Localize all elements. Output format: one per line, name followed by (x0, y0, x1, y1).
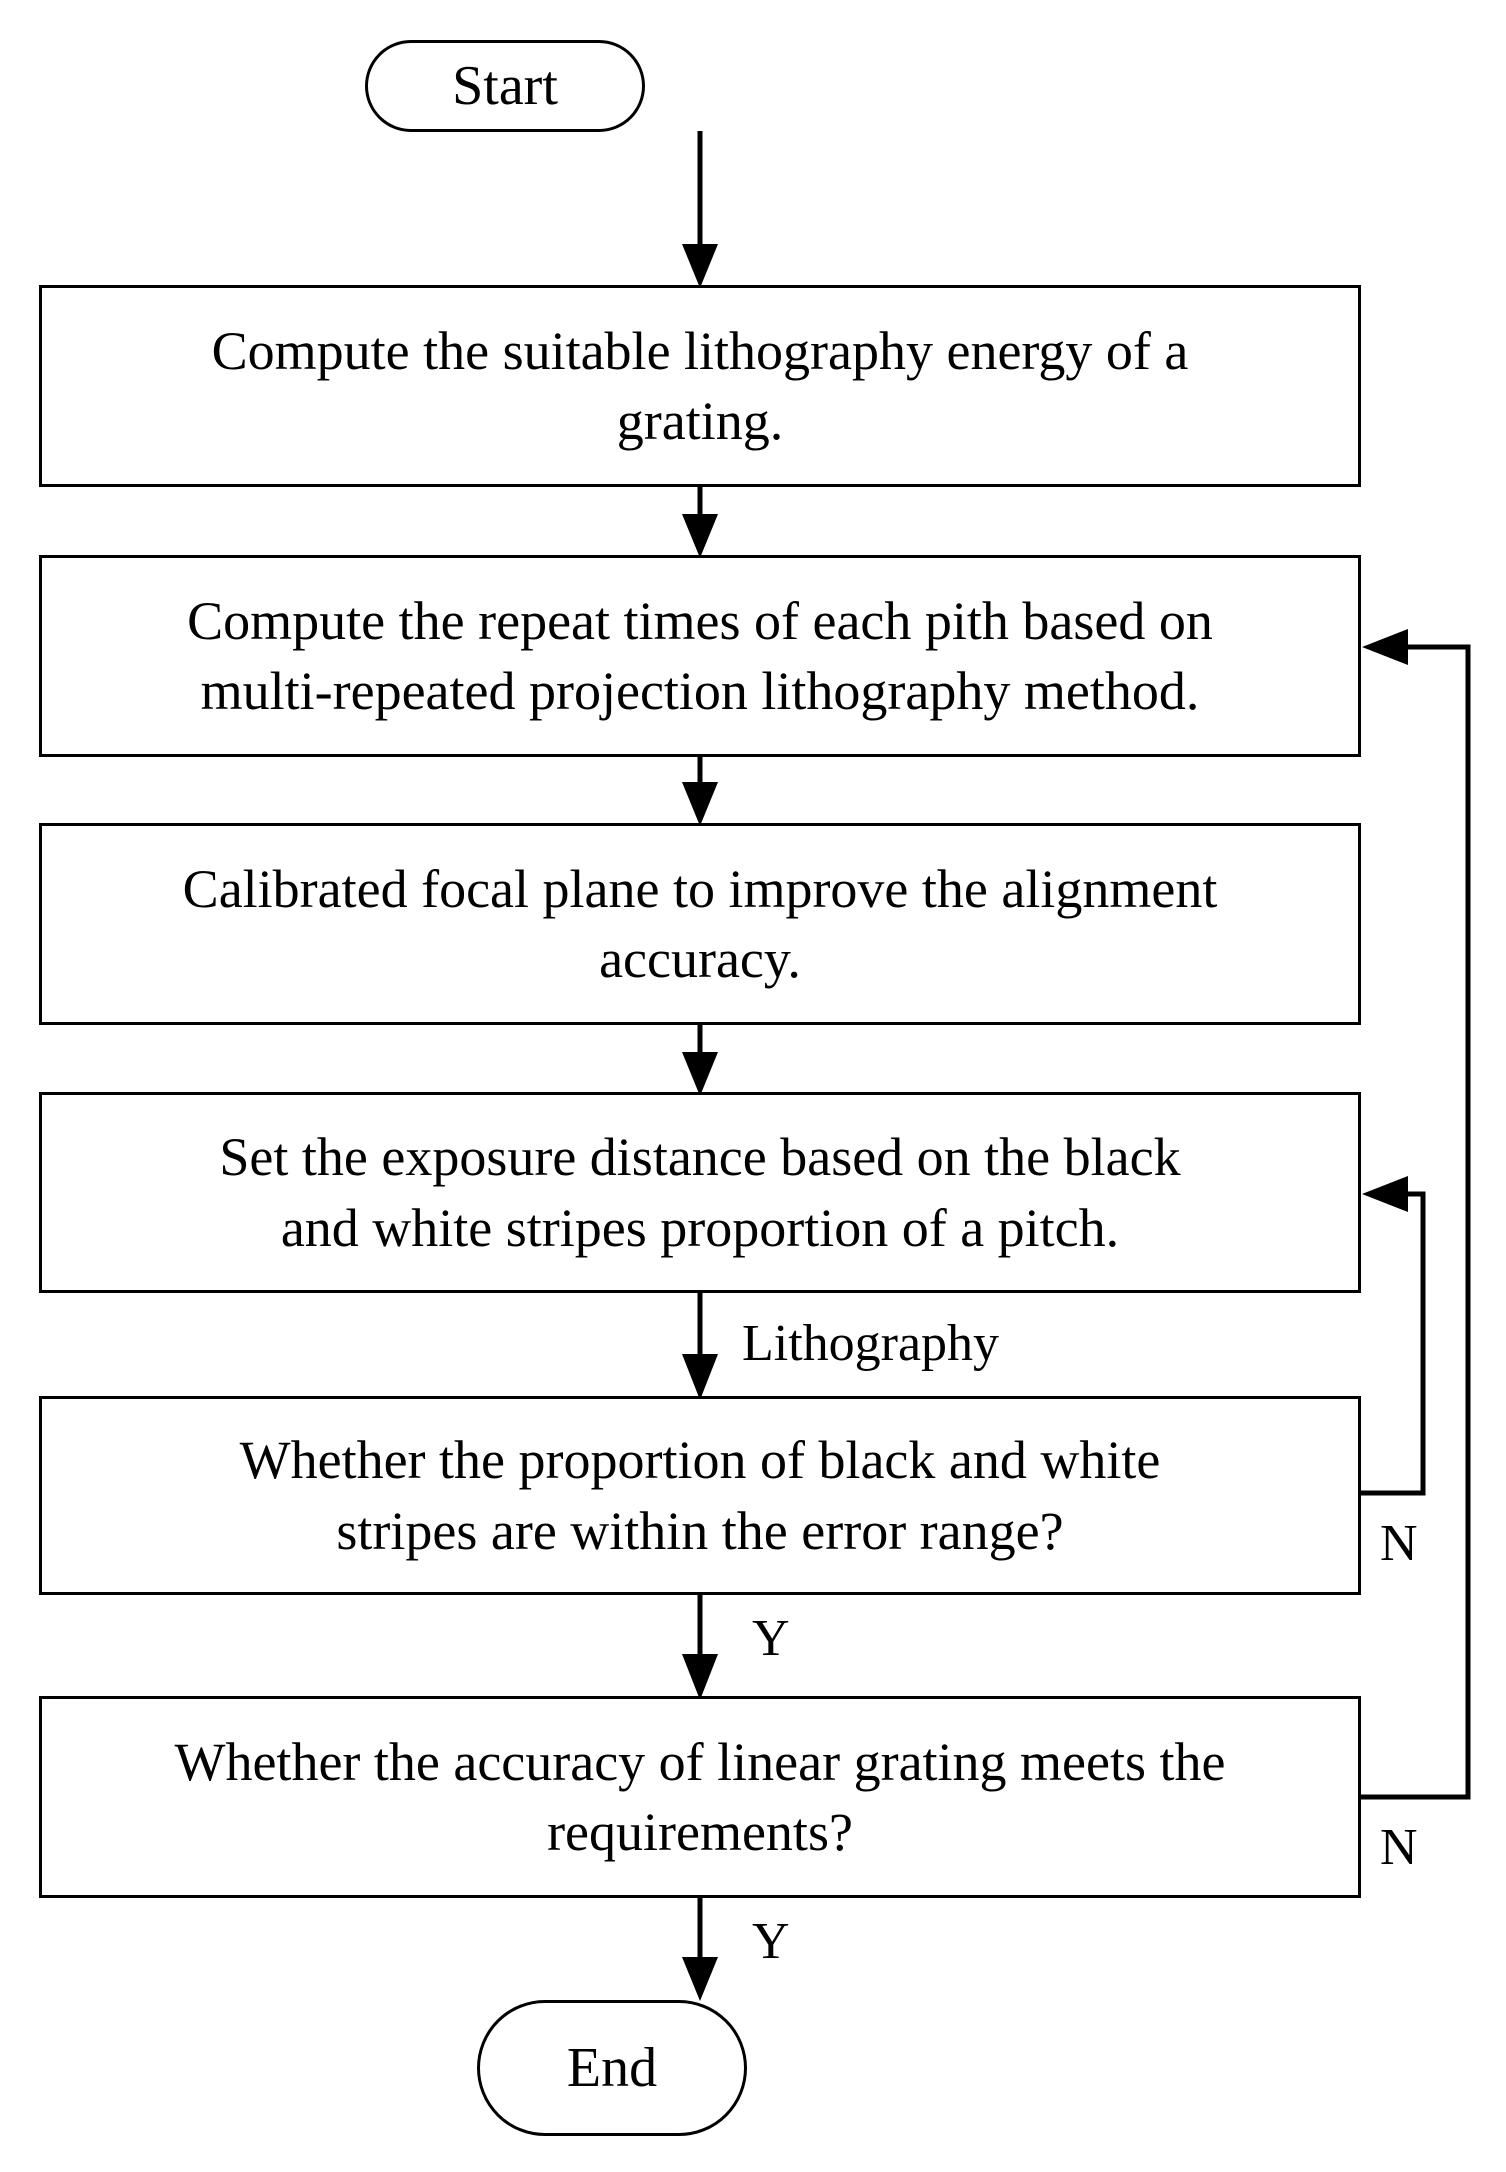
connector-decision2-no-to-step2 (1360, 629, 1471, 1800)
node-decision1-label: Whether the proportion of black and whit… (239, 1430, 1161, 1561)
edge-label-lithography: Lithography (742, 1315, 1000, 1372)
connector-decision1-no-to-step4 (1360, 1176, 1426, 1496)
edge-label-decision1-yes: Y (752, 1610, 790, 1667)
node-decision2[interactable]: Whether the accuracy of linear grating m… (39, 1696, 1361, 1898)
edge-label-decision2-yes: Y (752, 1913, 790, 1970)
connector-step2-to-step3 (682, 757, 718, 826)
edge-label-decision2-no: N (1380, 1819, 1418, 1876)
node-decision1[interactable]: Whether the proportion of black and whit… (39, 1396, 1361, 1595)
node-step4-label: Set the exposure distance based on the b… (219, 1127, 1181, 1258)
connector-step1-to-step2 (682, 487, 718, 558)
node-step3[interactable]: Calibrated focal plane to improve the al… (39, 823, 1361, 1025)
node-decision2-label: Whether the accuracy of linear grating m… (174, 1731, 1226, 1862)
node-step4[interactable]: Set the exposure distance based on the b… (39, 1092, 1361, 1293)
node-step2-label: Compute the repeat times of each pith ba… (187, 590, 1213, 721)
connector-decision1-yes-to-decision2 (682, 1595, 718, 1700)
node-start-label: Start (452, 54, 558, 117)
connector-start-to-step1 (682, 131, 718, 288)
connector-step4-to-decision1 (682, 1293, 718, 1400)
node-end[interactable]: End (477, 2000, 747, 2136)
node-step3-label: Calibrated focal plane to improve the al… (182, 858, 1218, 989)
connector-step3-to-step4 (682, 1025, 718, 1096)
connector-decision2-yes-to-end (682, 1898, 718, 2001)
node-end-label: End (566, 2036, 658, 2099)
edge-label-decision1-no: N (1380, 1515, 1418, 1572)
node-start[interactable]: Start (365, 40, 645, 132)
node-step1[interactable]: Compute the suitable lithography energy … (39, 285, 1361, 487)
node-step1-label: Compute the suitable lithography energy … (211, 320, 1189, 451)
node-step2[interactable]: Compute the repeat times of each pith ba… (39, 555, 1361, 757)
